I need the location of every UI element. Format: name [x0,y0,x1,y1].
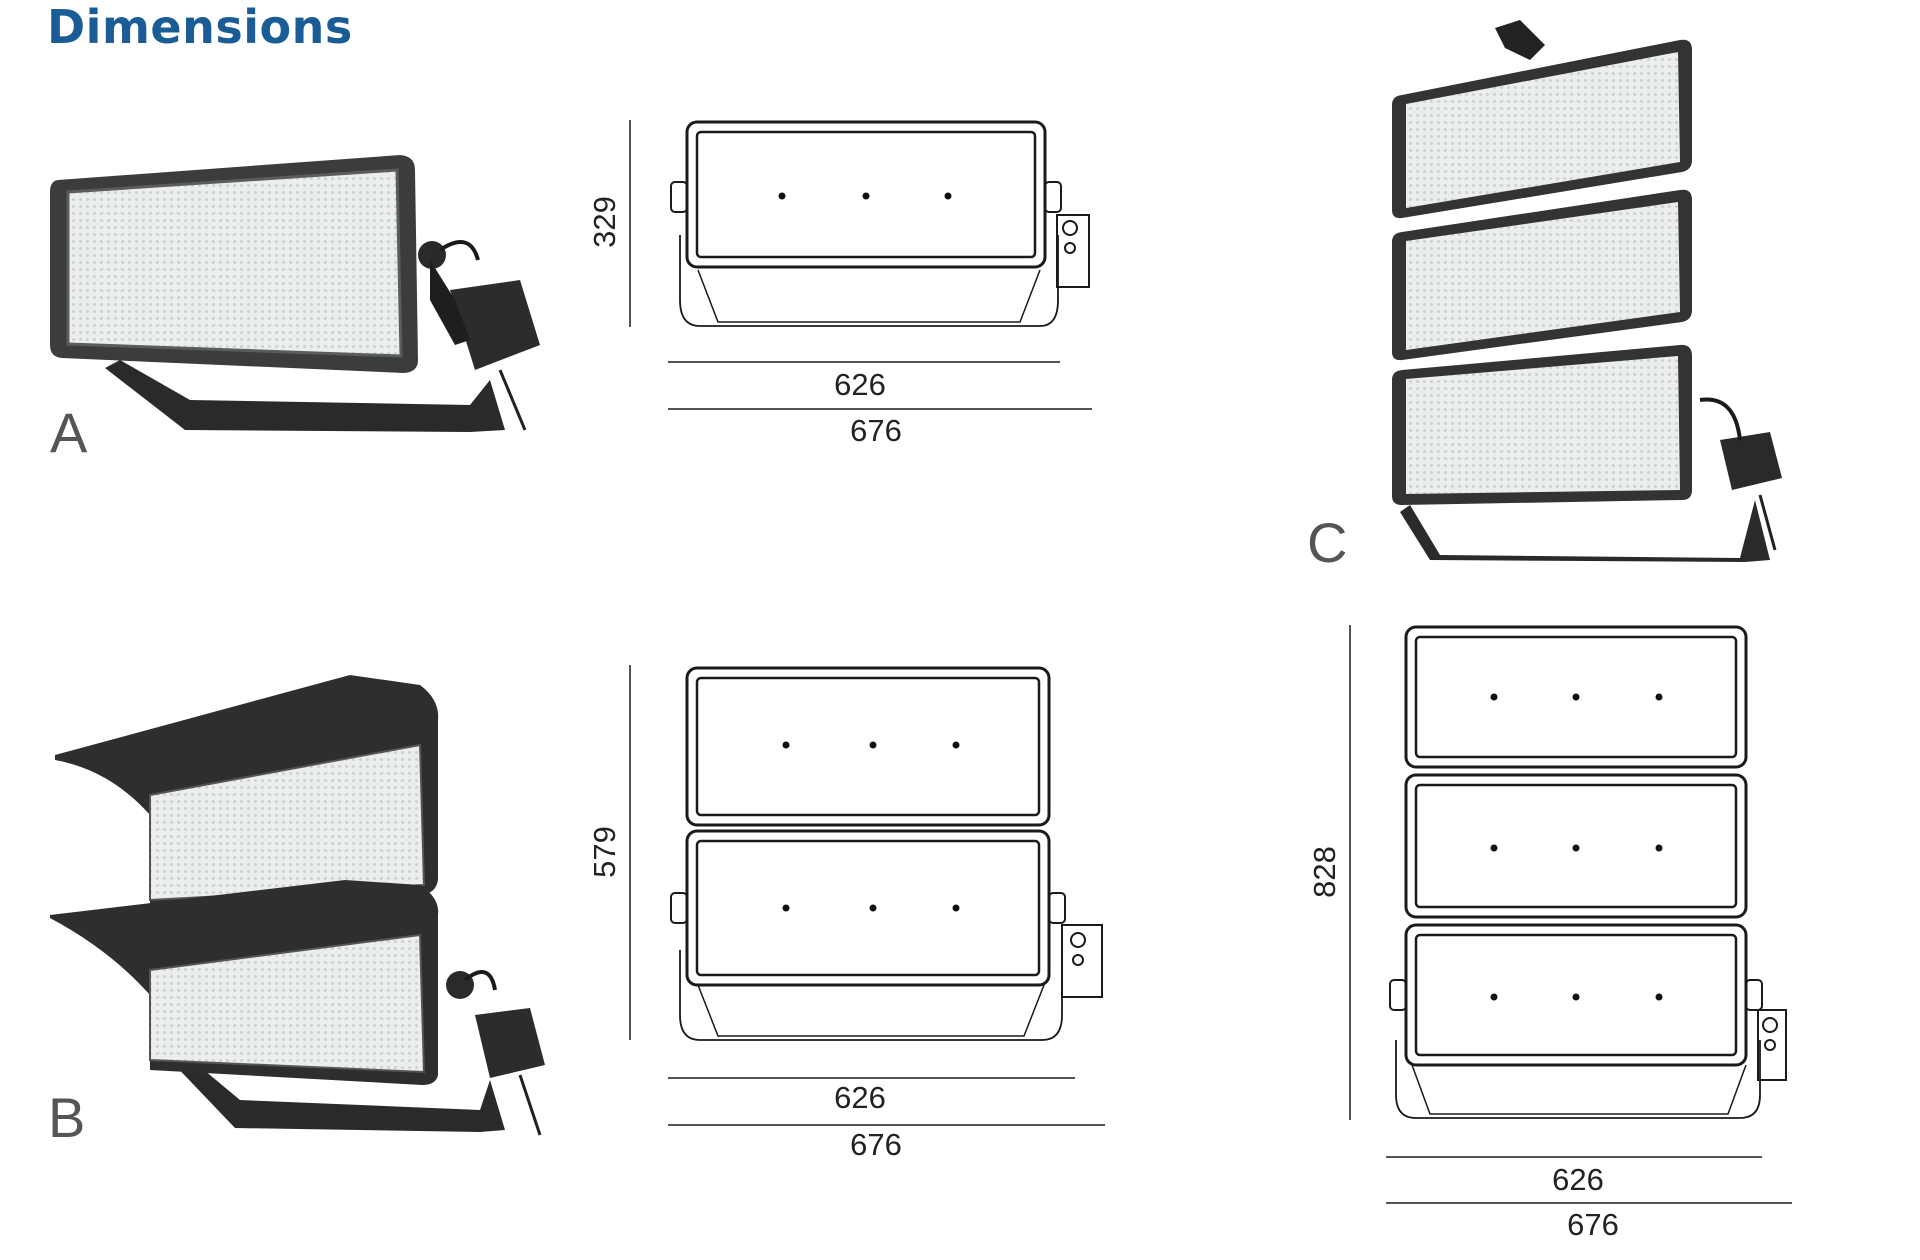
product-photo-c [1392,20,1782,562]
dim-b-height: 579 [587,826,622,878]
variant-letter-a: A [50,401,88,464]
product-photo-b [50,675,545,1136]
dim-b-inner-width: 626 [834,1080,886,1115]
drawing-b [629,665,1105,1126]
dim-a-overall-width: 676 [850,413,902,448]
product-photo-a [50,155,540,432]
dim-a-height: 329 [587,196,622,248]
variant-letter-c: C [1307,511,1348,574]
dim-c-overall-width: 676 [1567,1207,1619,1242]
dim-c-inner-width: 626 [1552,1162,1604,1197]
dim-c-height: 828 [1307,846,1342,898]
page-title: Dimensions [47,0,353,54]
dim-a-inner-width: 626 [834,367,886,402]
drawing-c [1349,625,1792,1204]
drawing-a [629,120,1092,410]
dim-b-overall-width: 676 [850,1127,902,1162]
variant-letter-b: B [48,1086,86,1149]
